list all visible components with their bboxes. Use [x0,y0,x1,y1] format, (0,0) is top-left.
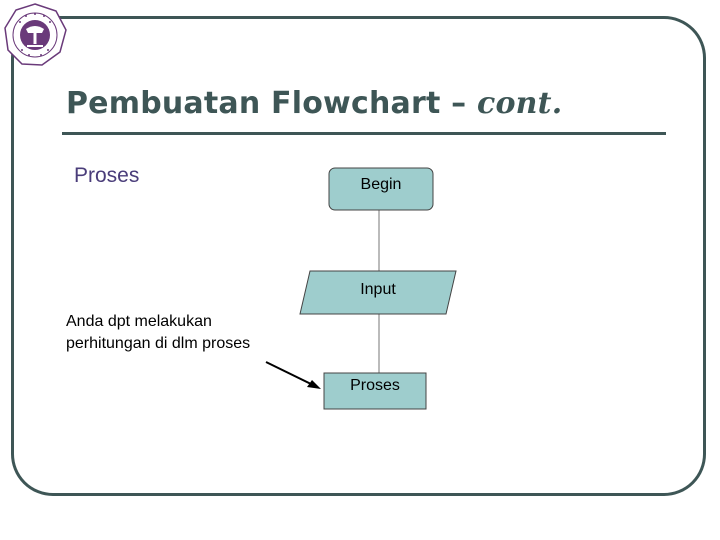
annotation-note: Anda dpt melakukan perhitungan di dlm pr… [66,311,286,355]
terminator-begin-shape [328,167,434,211]
annotation-line-2: perhitungan di dlm proses [66,335,251,352]
section-label: Proses [74,164,140,187]
slide-frame [11,16,706,496]
process-box-shape [323,372,427,410]
title-underline [62,132,666,135]
slide-title: Pembuatan Flowchart – cont. [66,86,562,121]
slide-title-main: Pembuatan Flowchart – [66,86,467,121]
slide-title-italic: cont. [476,86,563,121]
university-logo [4,3,67,66]
input-parallelogram-shape [299,270,457,315]
begin-label: Begin [360,176,402,193]
annotation-arrow-line [265,361,312,385]
input-label: Input [360,281,396,298]
annotation-arrowhead [307,380,321,389]
annotation-line-1: Anda dpt melakukan [66,313,212,330]
process-label: Proses [350,377,400,394]
